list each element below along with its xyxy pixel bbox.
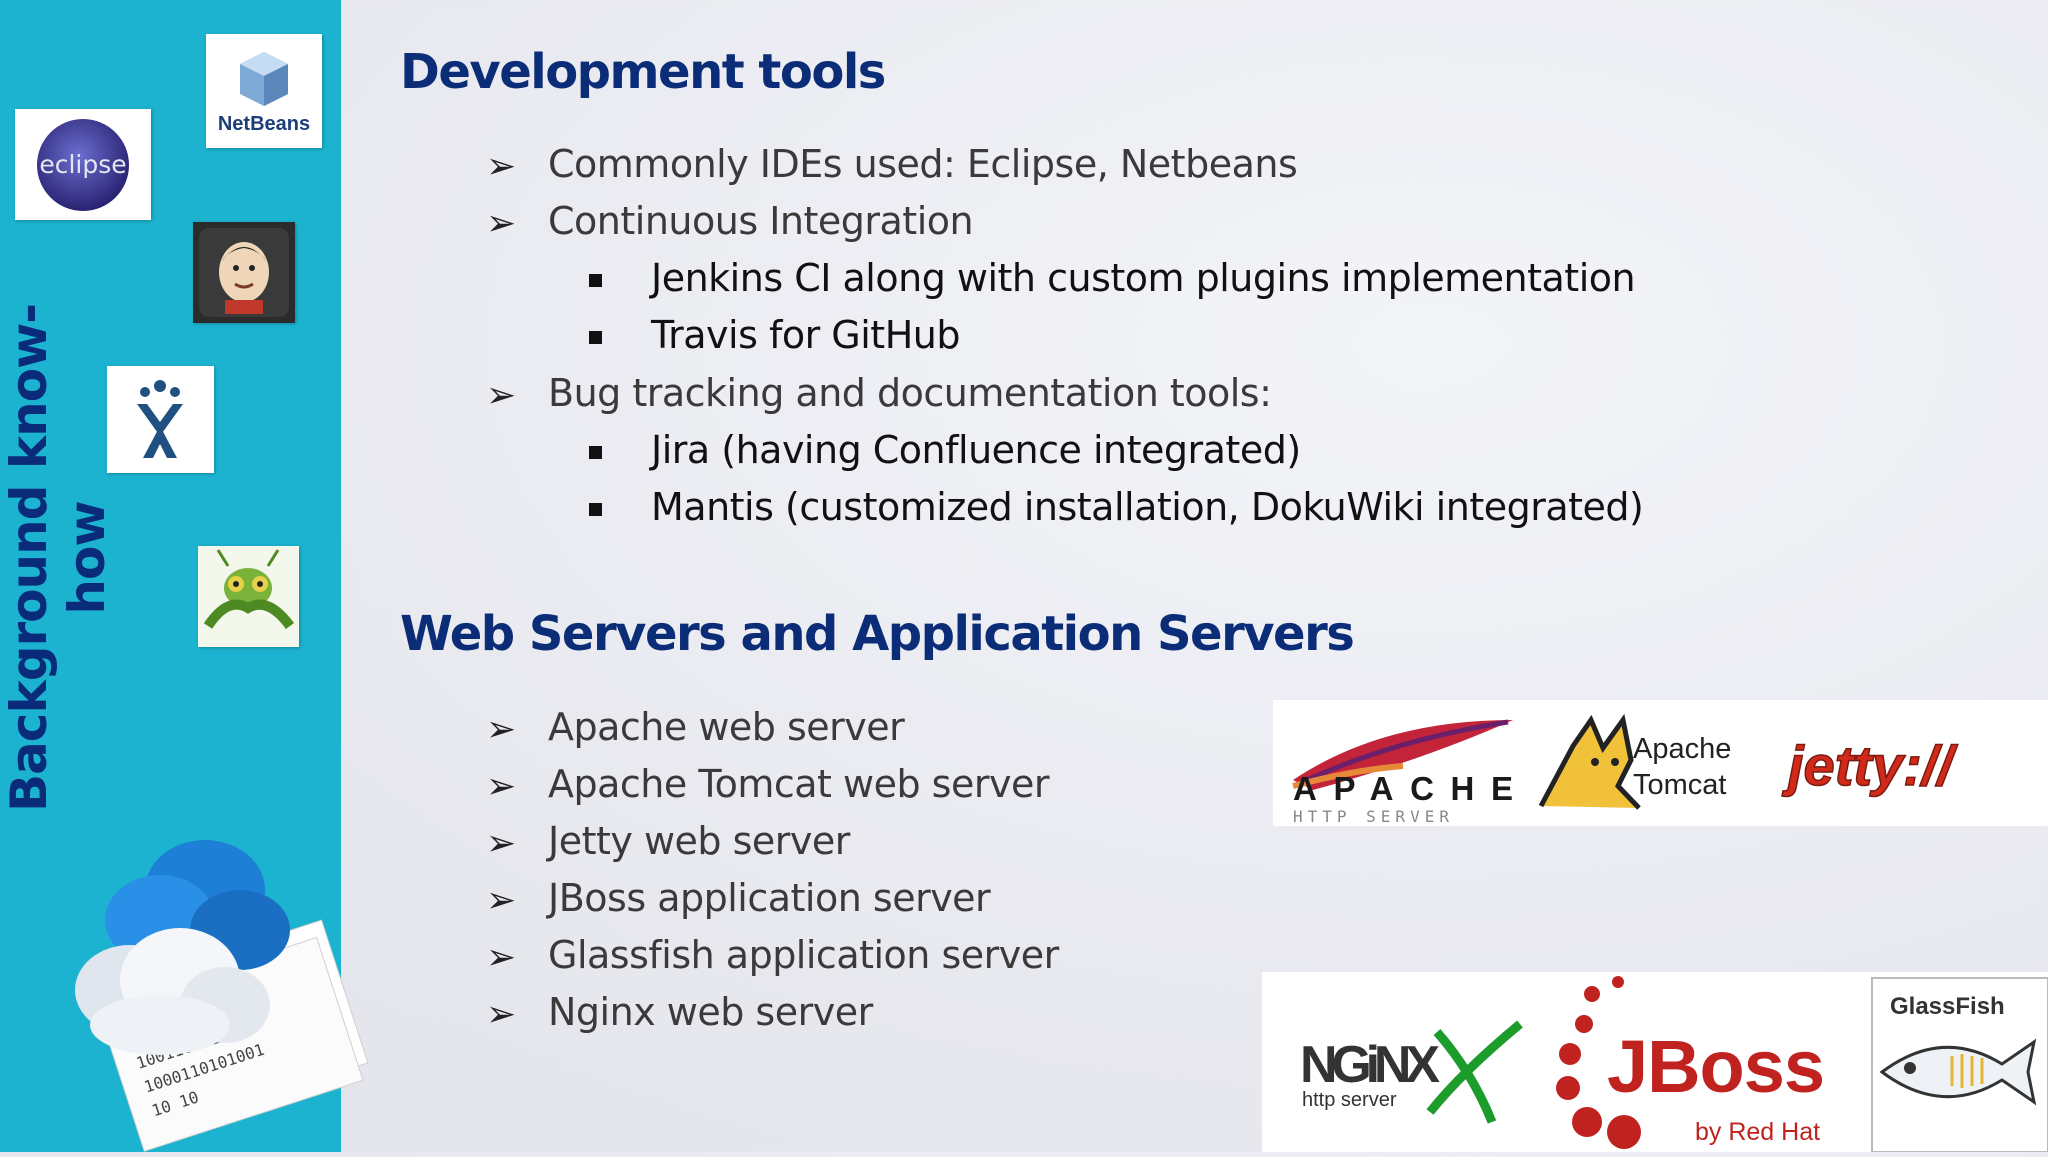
tomcat-cat-icon — [1538, 713, 1641, 810]
apache-logo-sub: HTTP SERVER — [1293, 807, 1454, 826]
mantis-icon — [203, 549, 295, 630]
sidebar-title: Background know-how — [0, 303, 116, 813]
jenkins-logo — [193, 222, 295, 323]
arrow-bullet-icon: ➢ — [486, 374, 517, 415]
glassfish-fish-icon — [1879, 1038, 2037, 1106]
square-bullet-icon — [589, 331, 602, 344]
jboss-dots-icon — [1556, 976, 1641, 1149]
arrow-bullet-icon: ➢ — [486, 145, 517, 186]
list-item: Nginx web server — [548, 990, 873, 1034]
jenkins-icon — [199, 228, 289, 317]
nginx-logo-text: NGiNX — [1300, 1036, 1440, 1094]
list-item: Continuous Integration — [548, 199, 974, 243]
list-item: Bug tracking and documentation tools: — [548, 371, 1272, 415]
arrow-bullet-icon: ➢ — [486, 936, 517, 977]
jira-icon — [137, 380, 183, 458]
list-item: Commonly IDEs used: Eclipse, Netbeans — [548, 142, 1298, 186]
list-item: Jenkins CI along with custom plugins imp… — [651, 256, 1636, 300]
arrow-bullet-icon: ➢ — [486, 202, 517, 243]
eclipse-icon: eclipse — [37, 119, 129, 211]
server-logos-bottom: NGiNX http server JBoss by Red Hat Glass… — [1300, 976, 2048, 1153]
server-logos-banner-top: APACHE HTTP SERVER Apache Tomcat jetty:/… — [1273, 700, 2048, 826]
section-title-web-servers: Web Servers and Application Servers — [400, 606, 1355, 662]
cloud-documents-illustration: 0101101101101 1001100011010 100011010100… — [75, 840, 369, 1152]
list-item: JBoss application server — [548, 876, 991, 920]
list-item: Jetty web server — [548, 819, 850, 863]
server-logos-top: APACHE HTTP SERVER Apache Tomcat jetty:/… — [1292, 713, 1959, 826]
jetty-logo-text: jetty:// — [1781, 734, 1958, 797]
eclipse-label: eclipse — [39, 150, 126, 179]
netbeans-label: NetBeans — [218, 113, 310, 135]
arrow-bullet-icon: ➢ — [486, 708, 517, 749]
list-item: Apache Tomcat web server — [548, 762, 1049, 806]
jboss-logo-sub: by Red Hat — [1695, 1118, 1820, 1146]
apache-feather-icon — [1292, 719, 1513, 790]
list-item: Mantis (customized installation, DokuWik… — [651, 485, 1644, 529]
list-item: Jira (having Confluence integrated) — [651, 428, 1301, 472]
section-title-development-tools: Development tools — [400, 44, 886, 100]
mantis-logo — [198, 546, 299, 647]
eclipse-logo: eclipse — [15, 109, 151, 220]
jira-logo — [107, 366, 214, 473]
arrow-bullet-icon: ➢ — [486, 822, 517, 863]
tomcat-logo-line1: Apache — [1633, 733, 1731, 765]
jboss-logo-text: JBoss — [1607, 1025, 1825, 1108]
sidebar: Background know-how NetBeans eclipse — [0, 0, 369, 1152]
nginx-logo-sub: http server — [1302, 1089, 1397, 1111]
netbeans-logo: NetBeans — [206, 34, 322, 148]
arrow-bullet-icon: ➢ — [486, 879, 517, 920]
list-item: Apache web server — [548, 705, 905, 749]
list-item: Glassfish application server — [548, 933, 1059, 977]
square-bullet-icon — [589, 503, 602, 516]
arrow-bullet-icon: ➢ — [486, 765, 517, 806]
square-bullet-icon — [589, 274, 602, 287]
square-bullet-icon — [589, 446, 602, 459]
nginx-x-icon — [1426, 1020, 1523, 1124]
tomcat-logo-line2: Tomcat — [1633, 769, 1726, 801]
arrow-bullet-icon: ➢ — [486, 993, 517, 1034]
glassfish-logo-text: GlassFish — [1890, 993, 2005, 1020]
netbeans-icon: NetBeans — [218, 52, 310, 135]
list-item: Travis for GitHub — [651, 313, 960, 357]
server-logos-banner-bottom: NGiNX http server JBoss by Red Hat Glass… — [1262, 972, 2048, 1153]
